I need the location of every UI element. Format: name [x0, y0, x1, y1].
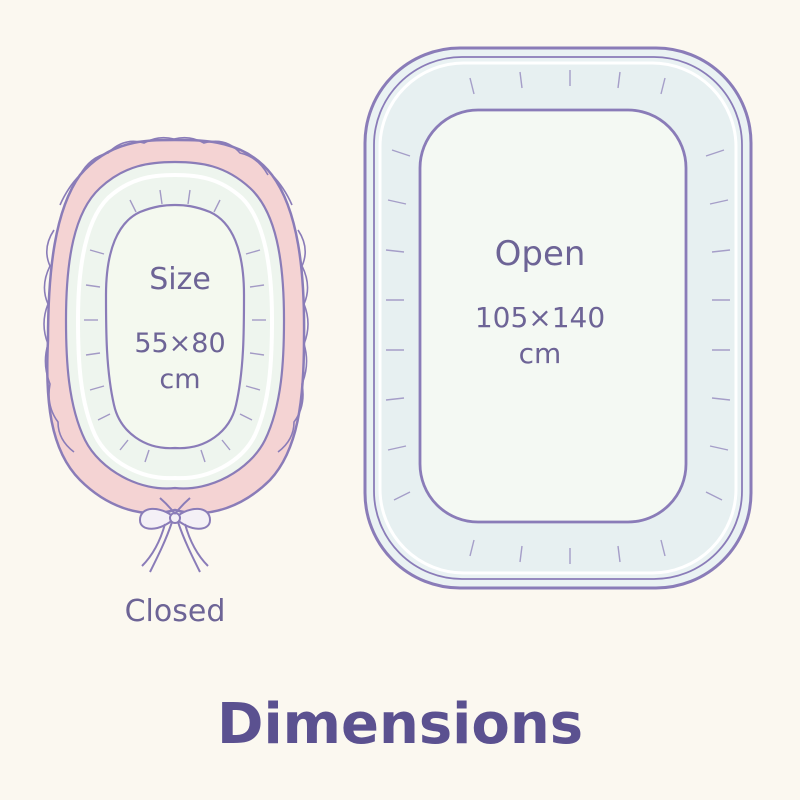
open-size-unit: cm — [518, 337, 562, 370]
closed-nest-mattress — [104, 203, 246, 450]
open-heading: Open — [494, 234, 586, 274]
closed-caption: Closed — [124, 594, 226, 629]
open-size-value-block: 105×140 cm — [440, 300, 640, 372]
closed-size-unit: cm — [159, 364, 201, 395]
closed-nest-illustration — [43, 136, 309, 573]
closed-size-value-block: 55×80 cm — [105, 326, 255, 398]
closed-size-value: 55×80 — [134, 328, 226, 359]
open-nest-mattress — [418, 108, 688, 524]
open-nest-illustration — [363, 46, 753, 590]
page-title: Dimensions — [216, 692, 584, 757]
open-size-value: 105×140 — [474, 301, 606, 334]
closed-size-heading: Size — [149, 262, 211, 297]
bow-icon — [138, 497, 212, 573]
